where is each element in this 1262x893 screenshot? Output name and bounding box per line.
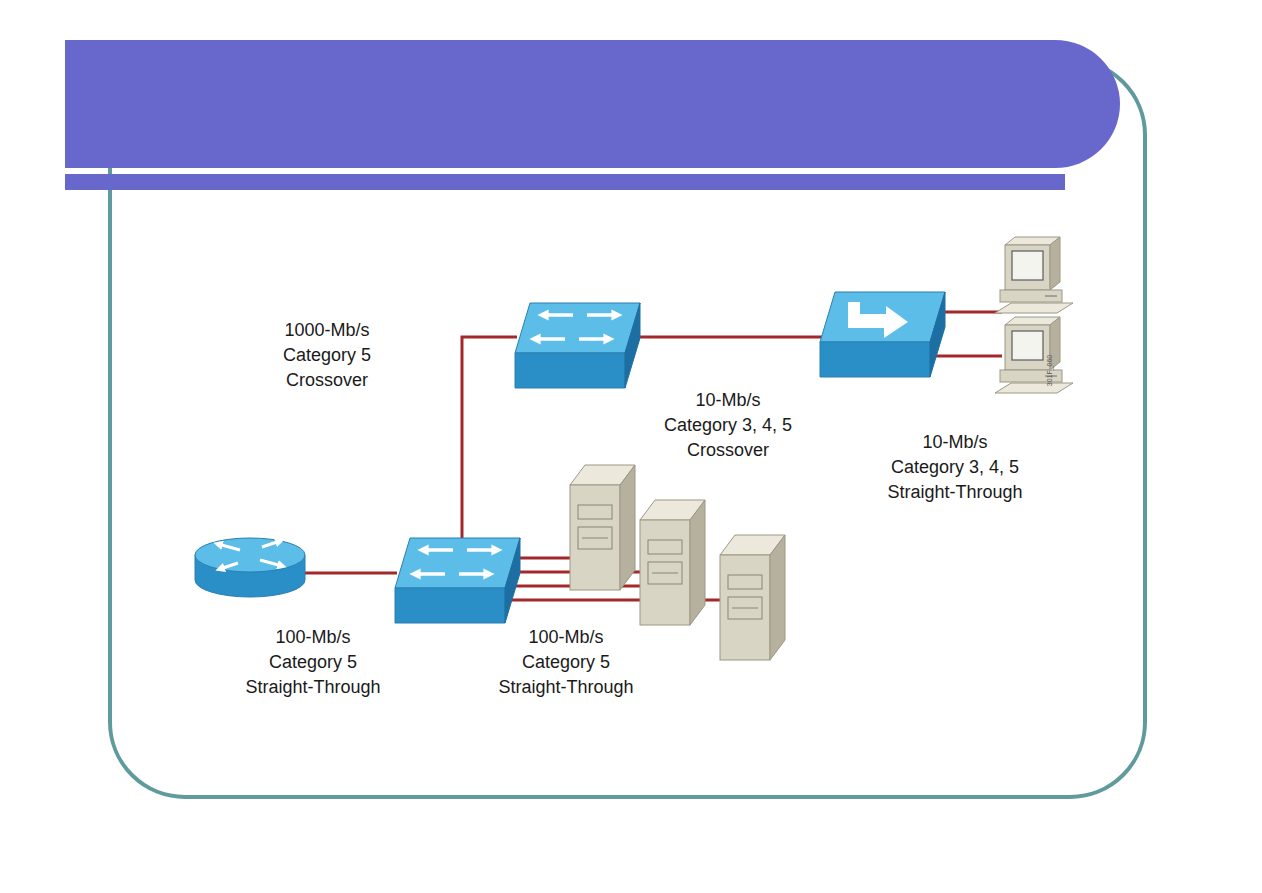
- label-line: Category 5: [498, 650, 633, 675]
- label-line: Crossover: [283, 368, 371, 393]
- label-line: Category 3, 4, 5: [887, 455, 1022, 480]
- label-line: 301F_060: [1046, 354, 1055, 386]
- pc-icon: [995, 317, 1073, 393]
- cable: [928, 355, 1002, 358]
- cable-label: 100-Mb/s Category 5 Straight-Through: [498, 625, 633, 700]
- cable-label: 10-Mb/s Category 3, 4, 5 Crossover: [664, 388, 792, 463]
- hub-icon: [820, 292, 945, 377]
- cable: [462, 337, 517, 540]
- pc-icon: [995, 237, 1073, 313]
- server-icon: [720, 535, 785, 660]
- label-line: 10-Mb/s: [887, 430, 1022, 455]
- label-line: Crossover: [664, 438, 792, 463]
- cable: [300, 572, 397, 575]
- label-line: 10-Mb/s: [664, 388, 792, 413]
- server-icon: [570, 465, 635, 590]
- figure-code: 301F_060: [1046, 354, 1055, 386]
- label-line: 1000-Mb/s: [283, 318, 371, 343]
- switch-icon: [395, 538, 520, 623]
- label-line: Straight-Through: [245, 675, 380, 700]
- header-band: [65, 40, 1120, 168]
- label-line: 100-Mb/s: [245, 625, 380, 650]
- switch-icon: [515, 303, 640, 388]
- label-line: 100-Mb/s: [498, 625, 633, 650]
- header-strip: [65, 174, 1065, 190]
- label-line: Category 5: [245, 650, 380, 675]
- router-icon: [195, 538, 305, 597]
- cable-label: 10-Mb/s Category 3, 4, 5 Straight-Throug…: [887, 430, 1022, 505]
- server-icon: [640, 500, 705, 625]
- label-line: Straight-Through: [498, 675, 633, 700]
- label-line: Category 5: [283, 343, 371, 368]
- cable: [636, 336, 822, 339]
- label-line: Category 3, 4, 5: [664, 413, 792, 438]
- slide-frame: [110, 60, 1145, 797]
- cable-label: 100-Mb/s Category 5 Straight-Through: [245, 625, 380, 700]
- cable-label: 1000-Mb/s Category 5 Crossover: [283, 318, 371, 393]
- label-line: Straight-Through: [887, 480, 1022, 505]
